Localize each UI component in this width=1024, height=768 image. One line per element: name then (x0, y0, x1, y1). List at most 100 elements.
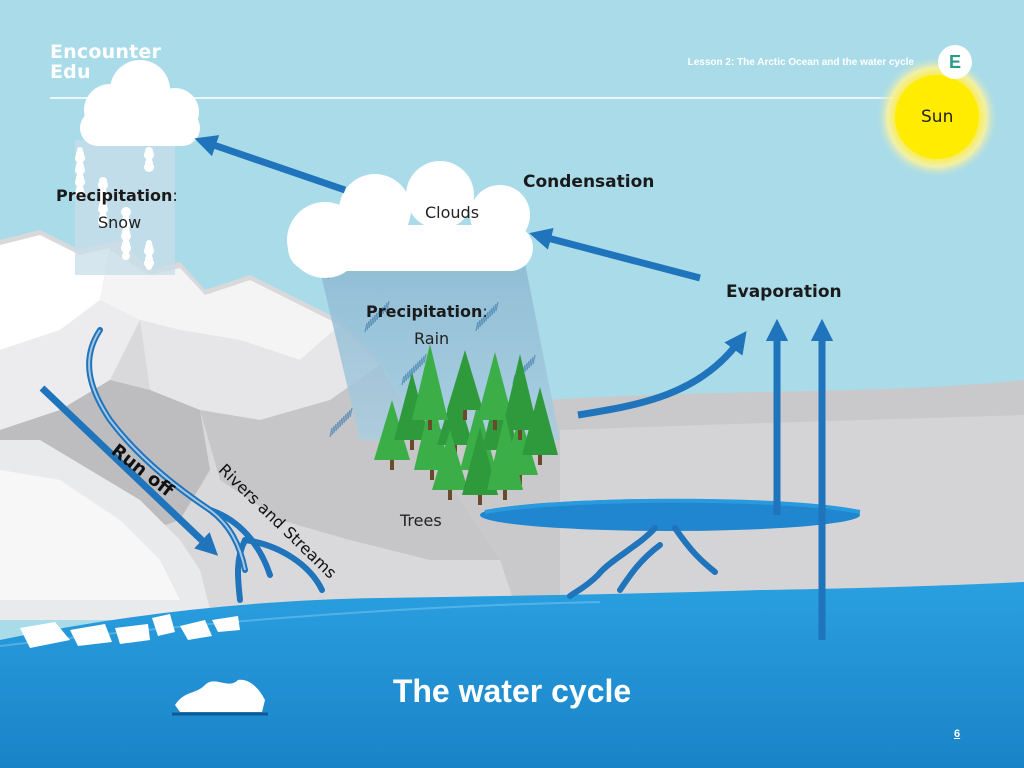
rain-streak (405, 371, 409, 382)
arrow-condensation-to-snow (194, 135, 347, 194)
rain-streak (495, 301, 499, 312)
rain-streak (421, 355, 425, 366)
rain-streak (364, 322, 368, 333)
label-evaporation: Evaporation (726, 282, 842, 302)
snowflake (144, 162, 154, 172)
rain-streak (403, 373, 407, 384)
rain-streak (349, 407, 353, 418)
label-precipitation-snow-colon: : (172, 186, 178, 205)
rain-streak (343, 413, 347, 424)
slide-title: The water cycle (392, 673, 632, 709)
tree (432, 430, 468, 500)
label-precipitation-rain-colon: : (482, 302, 488, 321)
rain-streak (417, 359, 421, 370)
iceberg (172, 679, 268, 716)
rain-streak (475, 321, 479, 332)
rain-streak (526, 360, 530, 371)
rain-streak (374, 312, 378, 323)
rain-streak (530, 356, 534, 367)
tree (414, 394, 450, 480)
label-precipitation-snow-title: Precipitation (56, 186, 173, 205)
label-precipitation-rain-title: Precipitation (366, 302, 483, 321)
rain-streak (376, 310, 380, 321)
rain-streak (382, 304, 386, 315)
tree (502, 354, 538, 440)
rain-streak (477, 319, 481, 330)
label-snow: Snow (98, 213, 142, 232)
rain-streak (407, 369, 411, 380)
rain-streak (481, 315, 485, 326)
rain-streak (366, 320, 370, 331)
label-sun: Sun (921, 107, 954, 127)
label-trees: Trees (400, 511, 442, 530)
tree (412, 344, 448, 430)
rain-streak (380, 306, 384, 317)
arrows (39, 135, 834, 640)
brand-line1: Encounter (50, 41, 162, 63)
lesson-title: Lesson 2: The Arctic Ocean and the water… (687, 57, 914, 68)
rain-streak (372, 314, 376, 325)
rain-streak (483, 313, 487, 324)
rain-streak (339, 417, 343, 428)
rain-streak (487, 309, 491, 320)
rain-streak (489, 307, 493, 318)
tree (374, 400, 410, 470)
rain-streak (337, 419, 341, 430)
rain-streak (524, 362, 528, 373)
ocean (0, 582, 1024, 768)
tree (462, 427, 498, 505)
tree (487, 414, 523, 500)
arrow-trees-evaporation (577, 330, 747, 419)
arrow-evaporation-to-clouds (529, 228, 701, 282)
ice-floes (20, 614, 240, 648)
sun-icon (875, 55, 999, 179)
label-precipitation-snow: Precipitation: (56, 186, 178, 205)
rain-streak (491, 305, 495, 316)
rain-streak (415, 361, 419, 372)
trees (374, 344, 558, 505)
rain-streak (413, 363, 417, 374)
rain-streak (493, 303, 497, 314)
rain-streak (409, 367, 413, 378)
rain-streak (479, 317, 483, 328)
tree (522, 387, 558, 465)
rain-streak (401, 375, 405, 386)
rain-streak (532, 354, 536, 365)
snowflake (100, 222, 106, 228)
lake (480, 499, 860, 531)
label-rain: Rain (414, 329, 450, 348)
rain-streak (345, 411, 349, 422)
arrow-run-off (39, 385, 219, 556)
snowflake (75, 189, 85, 199)
rain-streak (423, 353, 427, 364)
snowflake (122, 252, 130, 260)
rain-streak (341, 415, 345, 426)
tree (477, 352, 513, 430)
rain-streak (329, 427, 333, 438)
label-condensation: Condensation (523, 172, 655, 192)
brand-logo[interactable]: Encounter Edu (50, 42, 161, 82)
rain-streak (331, 425, 335, 436)
label-precipitation-rain: Precipitation: (366, 302, 488, 321)
rain-streak (386, 300, 390, 311)
tree (447, 350, 483, 420)
rain-streak (384, 302, 388, 313)
rain-streak (368, 318, 372, 329)
page-number[interactable]: 6 (954, 728, 961, 740)
brand-badge-icon: E (938, 45, 972, 79)
brand-line2: Edu (50, 61, 91, 83)
snowflake (146, 264, 152, 270)
rain-streak (347, 409, 351, 420)
rain-streak (370, 316, 374, 327)
rain-streak (335, 421, 339, 432)
rain-streak (378, 308, 382, 319)
cloud-rain (287, 161, 533, 278)
rain-streak (419, 357, 423, 368)
rain-streak (528, 358, 532, 369)
cloud-snow (80, 60, 200, 146)
rain-streak (333, 423, 337, 434)
tree (394, 372, 430, 450)
snow-fall (75, 140, 175, 275)
